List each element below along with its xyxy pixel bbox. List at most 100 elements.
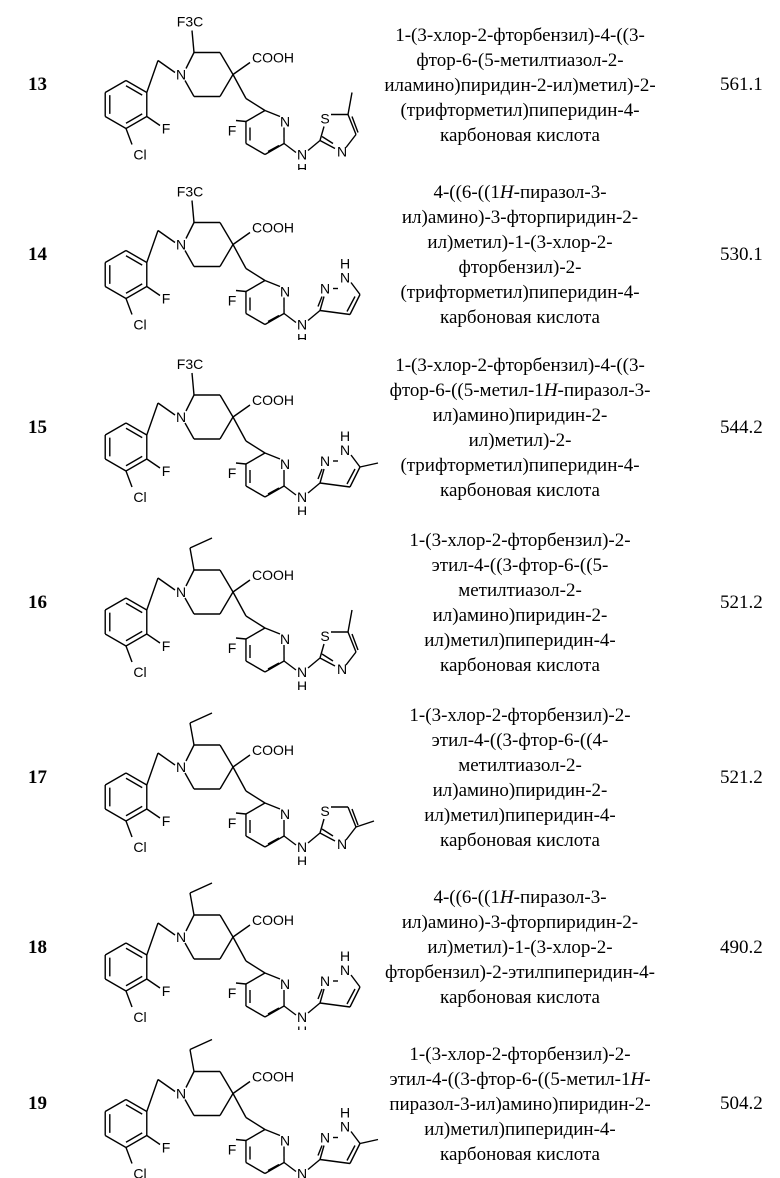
- bond: [233, 937, 246, 961]
- piperidine-n-label: N: [176, 759, 186, 775]
- chemical-structure: FClNCOOHNFNHSN: [0, 515, 380, 690]
- bond: [147, 403, 158, 435]
- compound-name-line: иламино)пиридин-2-ил)метил)-2-: [370, 73, 670, 98]
- compound-name: 4-((6-((1H-пиразол-3-ил)амино)-3-фторпир…: [370, 180, 670, 330]
- bond: [246, 1163, 265, 1174]
- compound-name: 1-(3-хлор-2-фторбензил)-2-этил-4-((3-фто…: [370, 1042, 670, 1167]
- chloro-label: Cl: [133, 1009, 146, 1025]
- bond: [246, 961, 265, 973]
- bond: [347, 989, 355, 1004]
- structure-drawing: FClNF3CCOOHNFNHSN: [105, 14, 358, 171]
- pyridine-fluoro-label: F: [228, 293, 237, 309]
- pyridine-n-label: N: [280, 806, 290, 822]
- bond: [268, 663, 279, 669]
- pyrazole-n1-label: N: [340, 1119, 350, 1135]
- compound-name-line: фторбензил)-2-: [370, 255, 670, 280]
- bond: [284, 1163, 296, 1172]
- bond: [265, 973, 280, 979]
- bond: [126, 948, 142, 957]
- bond: [126, 428, 142, 437]
- compound-name-line: карбоновая кислота: [370, 653, 670, 678]
- pyrazole-n2-label: N: [320, 453, 330, 469]
- chloro-label: Cl: [133, 839, 146, 855]
- bond: [186, 53, 194, 69]
- thiazole-n-label: N: [337, 661, 347, 677]
- structure-drawing: FClNF3CCOOHNFNHNNH: [105, 184, 360, 341]
- pyridine-fluoro-label: F: [228, 123, 237, 139]
- bond: [246, 1006, 265, 1017]
- bond: [158, 231, 175, 243]
- compound-name-line: (трифторметил)пиперидин-4-: [370, 280, 670, 305]
- bond: [265, 144, 284, 155]
- bond: [147, 979, 160, 988]
- bond: [185, 1100, 194, 1116]
- bond: [126, 943, 147, 955]
- bond: [185, 598, 194, 614]
- compound-name-line: 4-((6-((1H-пиразол-3-: [370, 180, 670, 205]
- thiazole-n-label: N: [337, 836, 347, 852]
- bond: [233, 245, 246, 269]
- compound-name-line: этил-4-((3-фтор-6-((5-метил-1H-: [370, 1067, 670, 1092]
- bond: [246, 453, 265, 464]
- compound-name: 1-(3-хлор-2-фторбензил)-2-этил-4-((3-фто…: [370, 703, 670, 853]
- bond: [220, 1094, 233, 1116]
- compound-name-line: карбоновая кислота: [370, 1142, 670, 1167]
- pyridine-n-label: N: [280, 976, 290, 992]
- compound-name-line: фтор-6-(5-метилтиазол-2-: [370, 48, 670, 73]
- table-row: 19FClNCOOHNFNHNNH1-(3-хлор-2-фторбензил)…: [0, 1030, 780, 1178]
- bond: [147, 61, 158, 93]
- amine-h-label: H: [297, 161, 307, 171]
- bond: [147, 1080, 158, 1112]
- bond: [147, 117, 160, 126]
- structure-drawing: FClNF3CCOOHNFNHNNH: [105, 356, 378, 515]
- fluoro-label: F: [162, 463, 171, 479]
- bond: [346, 827, 356, 840]
- bond: [236, 813, 246, 814]
- bond: [126, 471, 132, 487]
- bond: [347, 297, 355, 312]
- pyridine-n-label: N: [280, 631, 290, 647]
- thiazole-n-label: N: [337, 144, 347, 160]
- bond: [220, 1072, 233, 1094]
- bond: [236, 463, 246, 464]
- table-row: 14FClNF3CCOOHNFNHNNH4-((6-((1H-пиразол-3…: [0, 170, 780, 340]
- bond: [126, 806, 142, 815]
- bond: [220, 417, 233, 439]
- bond: [126, 456, 142, 465]
- bond: [105, 251, 126, 263]
- bond: [185, 423, 194, 439]
- bond: [126, 117, 147, 129]
- bond: [126, 821, 132, 837]
- bond: [185, 773, 194, 789]
- pyrazole-n1-label: N: [340, 962, 350, 978]
- bond: [126, 976, 142, 985]
- compound-name-line: ил)амино)пиридин-2-: [370, 403, 670, 428]
- bond: [147, 753, 158, 785]
- bond: [190, 538, 212, 548]
- bond: [220, 395, 233, 417]
- bond: [126, 1136, 147, 1148]
- bond: [233, 233, 250, 245]
- bond: [284, 486, 296, 495]
- bond: [233, 63, 250, 75]
- bond: [347, 1146, 355, 1161]
- bond: [190, 883, 212, 893]
- bond: [105, 117, 126, 129]
- bond: [236, 1140, 246, 1141]
- structure-drawing: FClNCOOHNFNHSN: [105, 713, 374, 865]
- bond: [246, 441, 265, 453]
- bond: [233, 592, 246, 616]
- compound-name-line: ил)метил)пиперидин-4-: [370, 803, 670, 828]
- bond: [233, 580, 250, 592]
- compound-name-line: ил)амино)пиридин-2-: [370, 603, 670, 628]
- bond: [236, 121, 246, 122]
- bond: [220, 53, 233, 75]
- compound-name-line: этил-4-((3-фтор-6-((5-: [370, 553, 670, 578]
- fluoro-label: F: [162, 638, 171, 654]
- bond: [246, 1130, 265, 1141]
- thiazole-s-label: S: [320, 111, 329, 127]
- piperidine-n-label: N: [176, 67, 186, 83]
- bond: [220, 75, 233, 97]
- bond: [236, 291, 246, 292]
